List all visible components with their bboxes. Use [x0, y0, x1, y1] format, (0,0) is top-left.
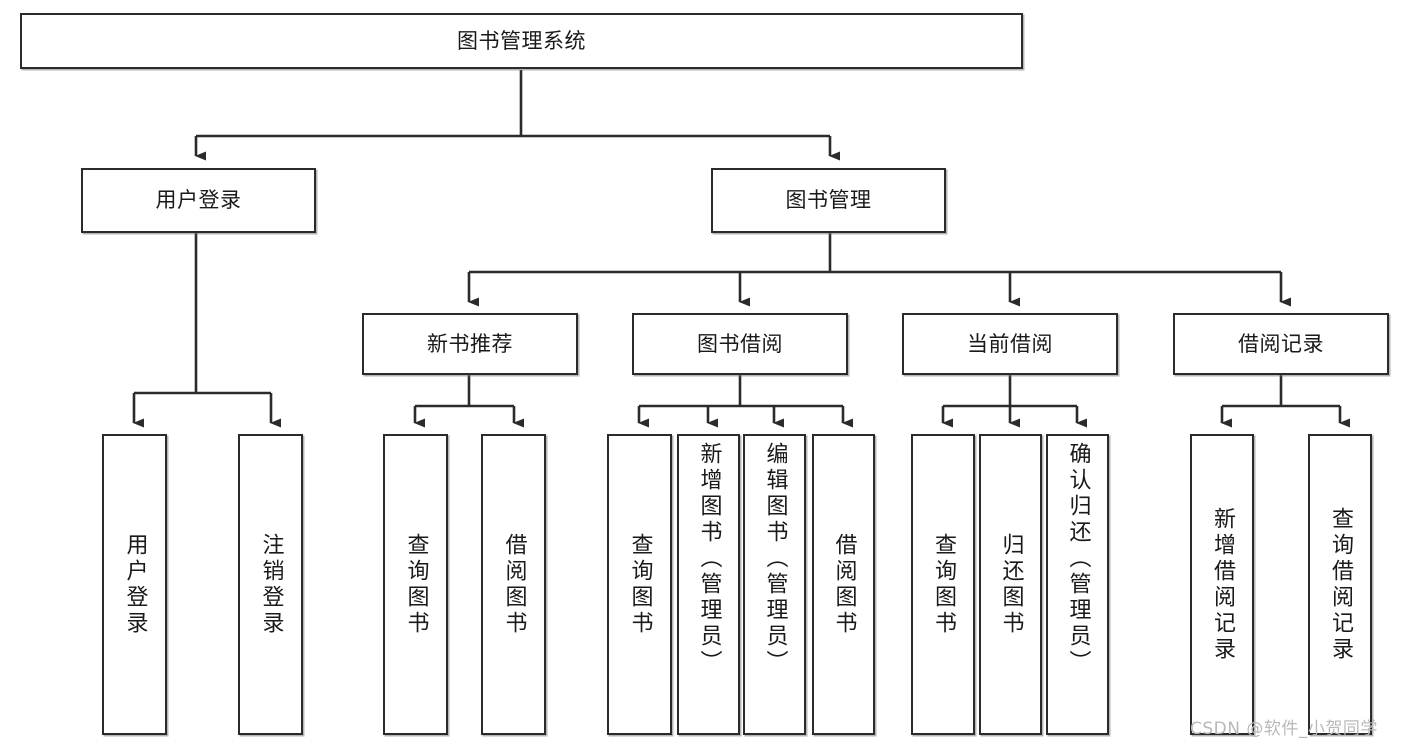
leaf-borrow-book-1[interactable]: 借阅图书: [481, 434, 546, 735]
node-new-book-recommend-label: 新书推荐: [427, 331, 513, 356]
leaf-query-book-3-label: 查询图书: [931, 532, 956, 637]
node-book-borrow[interactable]: 图书借阅: [632, 313, 848, 375]
leaf-query-book-3[interactable]: 查询图书: [911, 434, 975, 735]
node-new-book-recommend[interactable]: 新书推荐: [362, 313, 578, 375]
leaf-return-book-label: 归还图书: [998, 532, 1024, 637]
leaf-query-book-1-label: 查询图书: [403, 532, 429, 637]
leaf-user-login-label: 用户登录: [122, 532, 148, 637]
node-current-borrow[interactable]: 当前借阅: [902, 313, 1118, 375]
node-user-login[interactable]: 用户登录: [81, 168, 316, 233]
leaf-user-login[interactable]: 用户登录: [102, 434, 167, 735]
node-current-borrow-label: 当前借阅: [967, 331, 1053, 356]
leaf-borrow-book-2-label: 借阅图书: [831, 532, 857, 637]
leaf-query-record[interactable]: 查询借阅记录: [1308, 434, 1372, 735]
leaf-query-book-2[interactable]: 查询图书: [607, 434, 672, 735]
leaf-add-record-label: 新增借阅记录: [1210, 506, 1235, 663]
node-root-label: 图书管理系统: [457, 28, 586, 53]
leaf-edit-book-label: 编辑图书（管理员）: [762, 442, 788, 676]
leaf-edit-book[interactable]: 编辑图书（管理员）: [743, 434, 806, 735]
leaf-add-record[interactable]: 新增借阅记录: [1190, 434, 1254, 735]
leaf-confirm-return-label: 确认归还（管理员）: [1065, 442, 1091, 676]
node-root[interactable]: 图书管理系统: [20, 13, 1023, 69]
node-borrow-record-label: 借阅记录: [1238, 331, 1324, 356]
leaf-borrow-book-1-label: 借阅图书: [501, 532, 527, 637]
node-book-management-label: 图书管理: [785, 188, 872, 213]
leaf-query-book-2-label: 查询图书: [627, 532, 653, 637]
leaf-add-book[interactable]: 新增图书（管理员）: [677, 434, 740, 735]
leaf-query-record-label: 查询借阅记录: [1328, 506, 1353, 663]
leaf-borrow-book-2[interactable]: 借阅图书: [812, 434, 875, 735]
leaf-logout-login[interactable]: 注销登录: [238, 434, 303, 735]
node-book-borrow-label: 图书借阅: [697, 331, 783, 356]
node-user-login-label: 用户登录: [155, 188, 242, 213]
leaf-logout-login-label: 注销登录: [258, 532, 284, 637]
leaf-query-book-1[interactable]: 查询图书: [383, 434, 448, 735]
node-borrow-record[interactable]: 借阅记录: [1173, 313, 1389, 375]
csdn-watermark: CSDN @软件_小贺同学: [1190, 719, 1378, 739]
leaf-confirm-return[interactable]: 确认归还（管理员）: [1046, 434, 1109, 735]
leaf-add-book-label: 新增图书（管理员）: [696, 442, 722, 676]
leaf-return-book[interactable]: 归还图书: [979, 434, 1042, 735]
node-book-management[interactable]: 图书管理: [711, 168, 946, 233]
